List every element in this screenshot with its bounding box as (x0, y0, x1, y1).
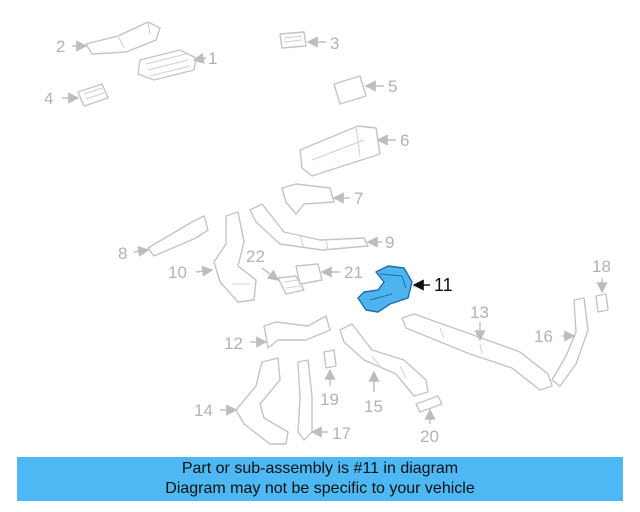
leader-8 (133, 245, 150, 257)
part-7-duct[interactable] (281, 183, 335, 215)
part-14-duct[interactable] (235, 357, 289, 445)
callout-17: 17 (332, 424, 351, 443)
part-8-duct[interactable] (147, 215, 209, 257)
callout-20: 20 (420, 427, 439, 446)
callout-4: 4 (44, 89, 53, 108)
part-18-clip[interactable] (595, 293, 609, 313)
part-12-duct[interactable] (263, 315, 331, 349)
callout-14: 14 (194, 401, 213, 420)
callout-9: 9 (385, 233, 394, 252)
part-19-clip[interactable] (323, 349, 337, 369)
callout-13: 13 (470, 303, 489, 322)
part-3-vent[interactable] (279, 31, 307, 49)
part-10-duct[interactable] (213, 211, 257, 303)
part-21-bracket[interactable] (295, 263, 323, 285)
callout-11: 11 (434, 275, 453, 295)
info-banner: Part or sub-assembly is #11 in diagram D… (17, 457, 623, 501)
part-5-cover[interactable] (333, 75, 367, 105)
banner-line-1: Part or sub-assembly is #11 in diagram (181, 460, 459, 477)
callout-3: 3 (330, 34, 339, 53)
part-9-duct[interactable] (249, 203, 369, 251)
part-16-duct[interactable] (551, 297, 589, 387)
part-22-clip[interactable] (277, 275, 305, 295)
part-20-seal[interactable] (415, 395, 443, 413)
callout-15: 15 (364, 397, 383, 416)
leader-22 (261, 267, 280, 281)
part-11-duct-highlighted[interactable] (357, 265, 413, 313)
part-1-vent[interactable] (137, 49, 197, 81)
callout-6: 6 (400, 131, 409, 150)
part-6-duct[interactable] (299, 125, 381, 177)
leader-10 (195, 265, 214, 277)
callout-2: 2 (56, 37, 65, 56)
callout-5: 5 (388, 77, 397, 96)
leader-1 (192, 52, 207, 64)
part-15-duct[interactable] (339, 323, 429, 397)
part-17-bracket[interactable] (297, 359, 313, 441)
banner-line-2: Diagram may not be specific to your vehi… (165, 480, 475, 497)
callout-19: 19 (320, 390, 339, 409)
callout-7: 7 (354, 189, 363, 208)
callout-1: 1 (208, 49, 217, 68)
callout-10: 10 (168, 263, 187, 282)
callout-18: 18 (592, 257, 611, 276)
part-13-duct[interactable] (401, 313, 553, 391)
callout-21: 21 (344, 263, 363, 282)
callout-12: 12 (224, 334, 243, 353)
callout-8: 8 (118, 244, 127, 263)
callout-16: 16 (534, 327, 553, 346)
part-2-vent[interactable] (85, 21, 161, 55)
callout-22: 22 (246, 247, 265, 266)
part-4-vent[interactable] (77, 83, 109, 107)
